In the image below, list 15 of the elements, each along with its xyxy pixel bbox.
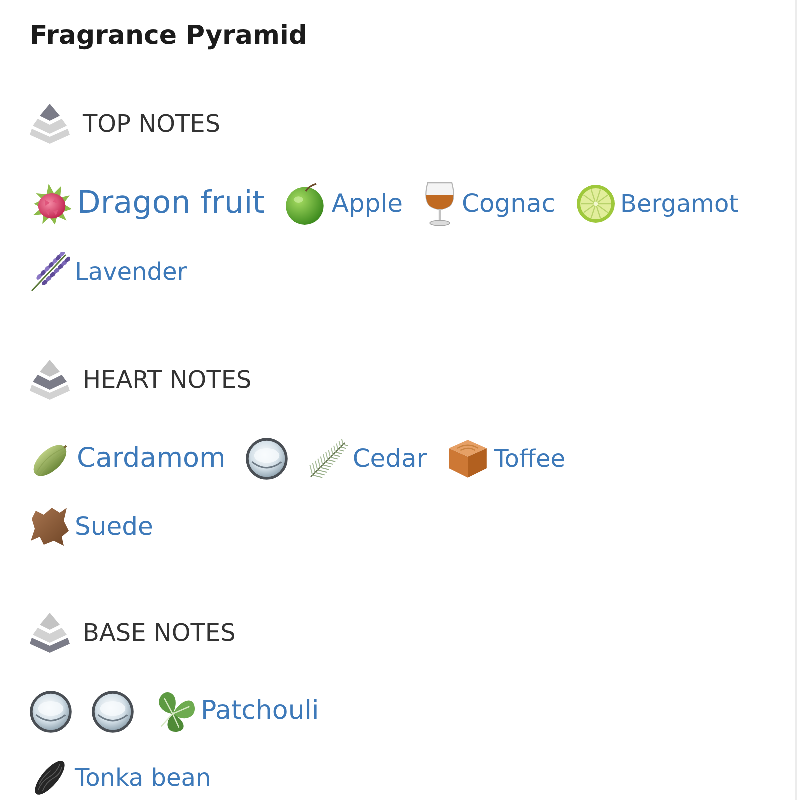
section-heading: HEART NOTES	[83, 366, 252, 394]
page-title: Fragrance Pyramid	[30, 20, 308, 53]
ingredient-name: Suede	[75, 512, 154, 542]
ingredient-name: Dragon fruit	[77, 185, 265, 223]
ingredient-name: Tonka bean	[75, 764, 212, 792]
ingredient-name: Cognac	[462, 189, 556, 219]
ingredient-name: Cedar	[352, 444, 428, 474]
ingredient-name: Cardamom	[77, 442, 226, 476]
section-heading: BASE NOTES	[83, 618, 236, 648]
section-heading: TOP NOTES	[83, 110, 221, 138]
ingredient-name: Apple	[332, 189, 404, 219]
ingredient-name: Patchouli	[201, 696, 320, 728]
ingredient-name: Bergamot	[620, 190, 739, 218]
ingredient-name: Toffee	[494, 444, 566, 474]
ingredient-name: Lavender	[75, 258, 188, 286]
